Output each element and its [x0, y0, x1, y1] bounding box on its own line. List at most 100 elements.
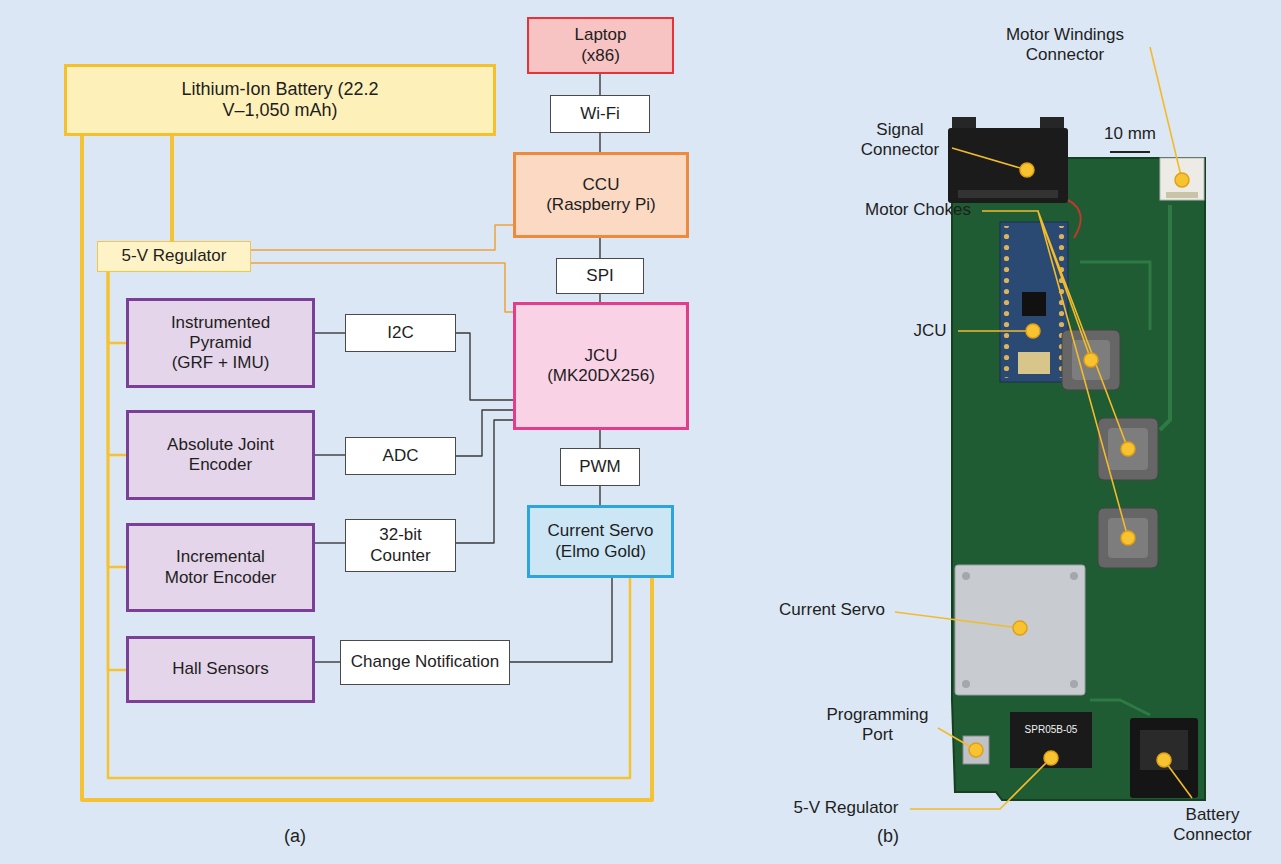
signal-line [315, 454, 345, 455]
sensor-box: Incremental Motor Encoder [126, 523, 315, 612]
box-text: JCU (MK20DX256) [542, 346, 660, 386]
screw [1070, 572, 1078, 580]
signal-line [599, 74, 600, 95]
windings-connector [1160, 158, 1204, 200]
box-text: SPI [586, 266, 613, 286]
screw [962, 572, 970, 580]
leader-line [910, 758, 1051, 809]
callout-label: (a) [270, 826, 320, 848]
callout-label: Programming Port [820, 705, 935, 746]
signal-line [599, 430, 600, 448]
scale-bar [1110, 151, 1150, 153]
link-box: PWM [560, 448, 640, 486]
board-trace [1090, 700, 1150, 715]
callout-dot [1084, 353, 1098, 367]
signal-line [315, 542, 345, 543]
box-text: Instrumented Pyramid (GRF + IMU) [169, 313, 273, 373]
leader-line [952, 148, 1027, 170]
choke [1098, 508, 1158, 568]
signal-line [599, 238, 600, 258]
link-box: Change Notification [340, 640, 510, 685]
regulator-module [1010, 712, 1092, 768]
controller-box: CCU (Raspberry Pi) [513, 152, 689, 238]
signal-line [599, 486, 600, 505]
leader-line [958, 330, 1033, 332]
callout-label: JCU [905, 321, 955, 341]
callout-label: (b) [863, 826, 913, 848]
box-text: I2C [387, 323, 413, 343]
signal-line [456, 410, 513, 456]
callout-label: 10 mm [1100, 124, 1160, 144]
sensor-box: Absolute Joint Encoder [126, 410, 315, 500]
power-line [108, 272, 126, 343]
chip [1018, 352, 1050, 374]
callout-dots [969, 163, 1189, 767]
connector-pins [1166, 192, 1198, 198]
choke [1108, 518, 1148, 558]
link-box: Wi-Fi [550, 95, 650, 133]
leader-line [1150, 47, 1182, 180]
link-box: 32-bit Counter [345, 519, 456, 572]
power-line [108, 272, 126, 455]
leader-line [982, 211, 1128, 538]
callout-label: SPR05B-05 [1012, 724, 1090, 736]
power-line [108, 272, 126, 670]
box-text: Change Notification [351, 652, 499, 672]
signal-line [456, 420, 513, 543]
circuit-board [952, 158, 1205, 800]
box-text: Absolute Joint Encoder [146, 435, 296, 475]
sensor-box: Hall Sensors [126, 636, 315, 703]
pin-row [1002, 226, 1014, 378]
programming-port [963, 736, 989, 764]
signal-connector [948, 128, 1068, 203]
servo-plate [955, 565, 1085, 695]
callout-label: 5-V Regulator [786, 798, 906, 818]
callout-dot [1044, 751, 1058, 765]
choke [1072, 340, 1110, 380]
callout-label: Motor Windings Connector [990, 25, 1140, 66]
box-text: Hall Sensors [172, 659, 268, 679]
callout-label: Battery Connector [1165, 805, 1260, 846]
box-text: Current Servo (Elmo Gold) [541, 521, 661, 561]
link-box: ADC [345, 437, 456, 475]
leader-line [895, 612, 1020, 628]
callout-label: Signal Connector [850, 120, 950, 161]
power-line [170, 136, 174, 241]
leaders [895, 47, 1192, 809]
callout-dot [1121, 531, 1135, 545]
power-line [108, 272, 126, 567]
wire [1068, 200, 1081, 238]
screw [962, 680, 970, 688]
box-text: ADC [383, 446, 419, 466]
box-text: CCU (Raspberry Pi) [543, 175, 659, 215]
callout-dot [1121, 442, 1135, 456]
computer-box: Laptop (x86) [527, 17, 674, 74]
chip [1022, 292, 1046, 316]
sensor-box: Instrumented Pyramid (GRF + IMU) [126, 298, 315, 388]
power-line [251, 225, 513, 250]
signal-line [456, 333, 513, 400]
callout-dot [1157, 753, 1171, 767]
regulator-box: 5-V Regulator [97, 241, 251, 272]
choke [1062, 330, 1120, 390]
battery-connector [1140, 730, 1188, 770]
link-box: SPI [556, 258, 644, 294]
callout-dot [1013, 621, 1027, 635]
battery-connector [1130, 718, 1198, 798]
choke [1108, 428, 1148, 470]
battery-box: Lithium-Ion Battery (22.2 V–1,050 mAh) [64, 64, 496, 136]
callout-dot [1026, 324, 1040, 338]
signal-line [599, 133, 600, 152]
signal-line [315, 332, 345, 333]
signal-line [510, 578, 612, 662]
board-trace [1160, 205, 1170, 430]
box-text: Wi-Fi [580, 104, 620, 124]
box-text: Laptop (x86) [565, 25, 637, 65]
callout-dot [1020, 163, 1034, 177]
link-box: I2C [345, 314, 456, 352]
box-text: 5-V Regulator [122, 246, 227, 266]
box-text: Lithium-Ion Battery (22.2 V–1,050 mAh) [175, 79, 385, 121]
servo-box: Current Servo (Elmo Gold) [527, 505, 674, 578]
jcu-board [1000, 222, 1068, 382]
board-trace [1080, 262, 1150, 330]
